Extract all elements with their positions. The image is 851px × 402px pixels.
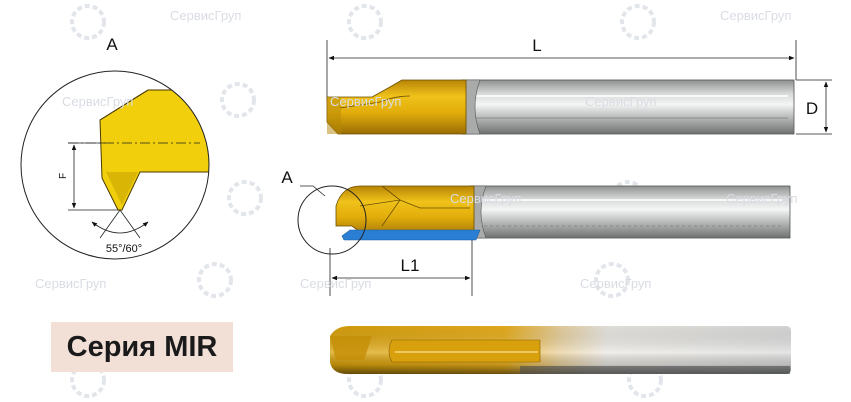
- angle-line-right: [119, 209, 141, 239]
- callout-leader: [300, 185, 326, 197]
- watermark-logo-icon: [70, 4, 106, 40]
- angle-label: 55°/60°: [106, 243, 142, 255]
- shank-top: [461, 79, 795, 135]
- callout-label: A: [281, 168, 293, 187]
- detail-view-a: A F 55°/60°: [20, 35, 210, 260]
- watermark-logo-icon: [197, 262, 233, 298]
- detail-circle: [20, 70, 210, 260]
- d-label: D: [806, 99, 818, 118]
- photo-chip-groove: [388, 339, 541, 363]
- watermark-text: СервисГруп: [170, 8, 241, 23]
- watermark-logo-icon: [594, 262, 630, 298]
- watermark-logo-icon: [347, 4, 383, 40]
- tool-photo: [330, 326, 791, 374]
- watermark-text: СервисГруп: [720, 8, 791, 23]
- watermark-text: СервисГруп: [450, 191, 521, 206]
- watermark-text: СервисГруп: [62, 94, 133, 109]
- tool-top-view: L D: [326, 36, 832, 135]
- detail-label: A: [106, 35, 118, 54]
- watermark-logo-icon: [220, 82, 256, 118]
- shank-side: [469, 185, 791, 239]
- shank-transition-top: [461, 79, 481, 135]
- angle-arc: [91, 221, 149, 234]
- watermark-text: СервисГруп: [585, 94, 656, 109]
- insert-shading: [106, 172, 138, 205]
- watermark-logo-icon: [620, 4, 656, 40]
- callout-circle: [297, 185, 367, 255]
- photo-cutting-tip: [330, 336, 372, 360]
- angle-line-left: [99, 209, 121, 239]
- watermark-text: СервисГруп: [580, 276, 651, 291]
- series-badge: Серия MIR: [51, 322, 233, 372]
- l1-label: L1: [401, 256, 420, 275]
- series-label: Серия MIR: [66, 331, 218, 363]
- watermark-text: СервисГруп: [300, 276, 371, 291]
- watermark-text: СервисГруп: [330, 94, 401, 109]
- watermark-text: СервисГруп: [726, 191, 797, 206]
- insert-edge: [99, 89, 149, 121]
- gold-neck-top: [326, 79, 467, 135]
- f-label: F: [58, 173, 69, 179]
- l-label: L: [532, 36, 541, 55]
- tool-side-view: A L1: [281, 168, 791, 296]
- watermark-logo-icon: [227, 180, 263, 216]
- watermark-text: СервисГруп: [35, 276, 106, 291]
- blue-cutting-edge: [341, 229, 481, 241]
